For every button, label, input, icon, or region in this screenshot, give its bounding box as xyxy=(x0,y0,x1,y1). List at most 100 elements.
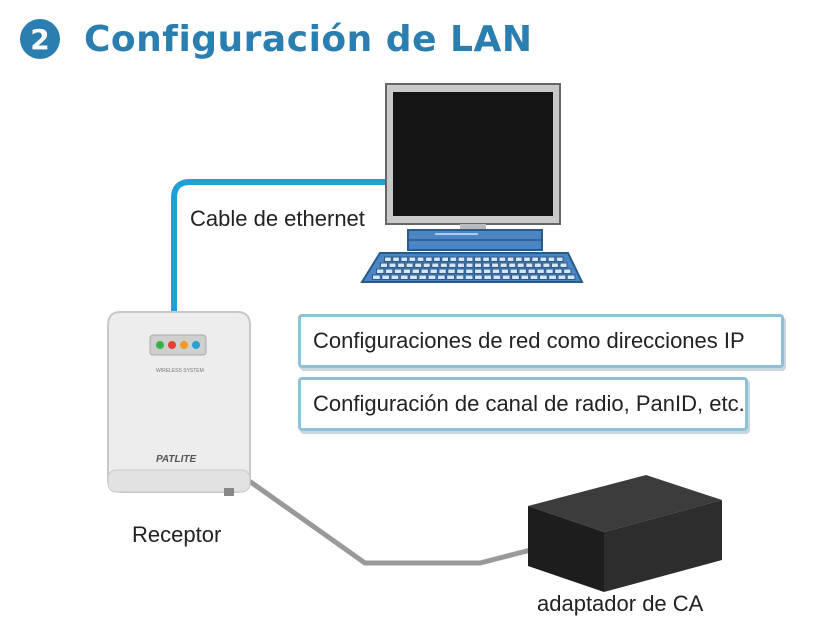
keyboard-key xyxy=(409,274,418,280)
keyboard-key xyxy=(455,274,465,280)
keyboard-key xyxy=(498,256,507,262)
keyboard-key xyxy=(372,274,381,280)
keyboard-key xyxy=(518,268,527,274)
keyboard-key xyxy=(465,262,474,268)
page-title: Configuración de LAN xyxy=(84,18,533,60)
keyboard-key xyxy=(429,268,438,274)
keyboard-key xyxy=(474,262,482,268)
keyboard-key xyxy=(566,274,576,280)
page-title-row: 2 Configuración de LAN xyxy=(20,12,532,66)
keyboard-key xyxy=(474,274,483,280)
keyboard-key xyxy=(555,256,564,262)
keyboard-key xyxy=(474,256,482,262)
keyboard-key xyxy=(547,256,556,262)
keyboard-key xyxy=(424,256,433,262)
step-number-badge: 2 xyxy=(20,19,60,59)
keyboard-key xyxy=(490,256,499,262)
keyboard-key xyxy=(482,256,490,262)
keyboard-key xyxy=(418,274,428,280)
keyboard-key xyxy=(491,268,501,274)
network-settings-box: Configuraciones de red como direcciones … xyxy=(298,314,784,368)
device-brand-label: PATLITE xyxy=(156,454,197,465)
keyboard-key xyxy=(439,262,448,268)
keyboard-key xyxy=(538,274,548,280)
keyboard-key xyxy=(408,256,417,262)
keyboard-key xyxy=(465,268,474,274)
keyboard-key xyxy=(384,256,392,262)
keyboard-key xyxy=(427,274,437,280)
keyboard-key xyxy=(422,262,431,268)
keyboard-key xyxy=(536,268,545,274)
keyboard-key xyxy=(554,268,563,274)
keyboard-key xyxy=(393,268,403,274)
keyboard-key xyxy=(492,274,502,280)
keyboard-key xyxy=(482,268,492,274)
keyboard-key xyxy=(438,268,447,274)
keyboard-key xyxy=(557,274,567,280)
keyboard-key xyxy=(491,262,500,268)
keyboard-key xyxy=(449,256,458,262)
keyboard-key xyxy=(456,262,465,268)
keyboard-key xyxy=(436,274,446,280)
keyboard-key xyxy=(501,274,511,280)
keyboard-key xyxy=(500,268,510,274)
keyboard-key xyxy=(390,274,400,280)
radio-settings-box: Configuración de canal de radio, PanID, … xyxy=(298,377,748,431)
keyboard-key xyxy=(456,268,465,274)
keyboard-key xyxy=(397,262,406,268)
keyboard-key xyxy=(405,262,414,268)
keyboard-key xyxy=(550,262,559,268)
receiver-label: Receptor xyxy=(132,522,222,547)
keyboard-key xyxy=(523,256,531,262)
keyboard-key xyxy=(381,274,391,280)
keyboard-key xyxy=(483,274,493,280)
keyboard-key xyxy=(520,274,530,280)
keyboard-key xyxy=(506,256,515,262)
keyboard-key xyxy=(399,274,409,280)
keyboard-key xyxy=(433,256,441,262)
keyboard-key xyxy=(516,262,525,268)
keyboard-key xyxy=(533,262,542,268)
keyboard-key xyxy=(384,268,394,274)
keyboard-key xyxy=(464,274,474,280)
keyboard-key xyxy=(465,256,474,262)
keyboard-key xyxy=(446,274,456,280)
keyboard-key xyxy=(447,268,456,274)
ethernet-cable xyxy=(171,179,388,312)
computer-monitor-icon xyxy=(385,83,561,251)
radio-settings-text: Configuración de canal de radio, PanID, … xyxy=(313,391,745,416)
keyboard-key xyxy=(400,256,409,262)
ac-adapter-label: adaptador de CA xyxy=(537,591,704,616)
keyboard-key xyxy=(431,262,440,268)
keyboard-key xyxy=(563,268,572,274)
keyboard-key xyxy=(542,262,551,268)
keyboard-icon xyxy=(360,252,584,283)
keyboard-key xyxy=(416,256,425,262)
keyboard-key xyxy=(539,256,548,262)
keyboard-key xyxy=(529,274,539,280)
network-settings-text: Configuraciones de red como direcciones … xyxy=(313,328,745,353)
ethernet-cable-label: Cable de ethernet xyxy=(190,206,365,231)
keyboard-key xyxy=(474,268,483,274)
keyboard-key xyxy=(511,274,520,280)
keyboard-key xyxy=(388,262,397,268)
keyboard-key xyxy=(414,262,423,268)
keyboard-key xyxy=(559,262,568,268)
keyboard-key xyxy=(411,268,421,274)
keyboard-key xyxy=(448,262,457,268)
keyboard-key xyxy=(402,268,412,274)
keyboard-key xyxy=(420,268,429,274)
keyboard-key xyxy=(376,268,385,274)
keyboard-key xyxy=(548,274,558,280)
keyboard-key xyxy=(508,262,517,268)
keyboard-key xyxy=(392,256,400,262)
keyboard-key xyxy=(525,262,534,268)
keyboard-key xyxy=(531,256,539,262)
power-cable xyxy=(243,475,563,566)
keyboard-key xyxy=(457,256,466,262)
receiver-device-icon xyxy=(107,311,251,496)
device-model-label: WIRELESS SYSTEM xyxy=(156,368,204,374)
keyboard-key xyxy=(380,262,388,268)
keyboard-key xyxy=(514,256,523,262)
